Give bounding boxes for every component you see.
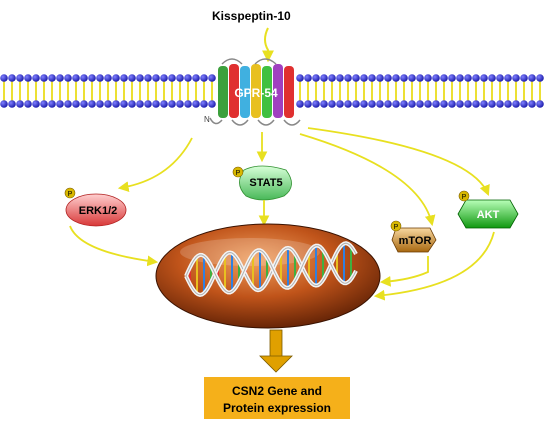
arrow-receptor-to-erk: [117, 137, 193, 192]
output-line-1: CSN2 Gene and: [232, 384, 322, 398]
csn2-expression-box: CSN2 Gene and Protein expression: [204, 377, 350, 419]
arrow-receptor-to-akt: [307, 127, 490, 196]
expression-arrow: [259, 329, 293, 373]
arrow-mtor-to-nucleus: [379, 256, 429, 287]
stat5-node: P STAT5: [232, 165, 292, 201]
mtor-node: P mTOR: [390, 220, 437, 253]
gpr54-receptor: N GPR-54: [204, 58, 301, 126]
n-terminus-label: N: [204, 115, 210, 124]
phospho-marker-akt: [458, 190, 470, 202]
cell-membrane: [0, 74, 544, 108]
phospho-marker-stat5: [232, 166, 244, 178]
akt-label: AKT: [477, 209, 500, 221]
phospho-marker-mtor: [390, 220, 402, 232]
svg-text:P: P: [462, 194, 467, 201]
dna-helix: [184, 241, 358, 297]
svg-text:P: P: [394, 224, 399, 231]
arrow-erk-to-nucleus: [69, 225, 159, 267]
arrow-receptor-to-mtor: [299, 133, 436, 227]
stat5-label: STAT5: [249, 177, 282, 189]
svg-text:P: P: [68, 191, 73, 198]
erk-node: P ERK1/2: [64, 187, 127, 227]
ligand-label: Kisspeptin-10: [212, 9, 291, 23]
arrow-akt-to-nucleus: [373, 231, 495, 301]
mtor-label: mTOR: [399, 235, 432, 247]
ligand-arrow: [262, 27, 274, 63]
akt-node: P AKT: [457, 190, 519, 229]
erk-label: ERK1/2: [79, 205, 118, 217]
svg-text:P: P: [236, 170, 241, 177]
phospho-marker-erk: [64, 187, 76, 199]
output-line-2: Protein expression: [223, 401, 331, 415]
receptor-label: GPR-54: [234, 86, 278, 100]
